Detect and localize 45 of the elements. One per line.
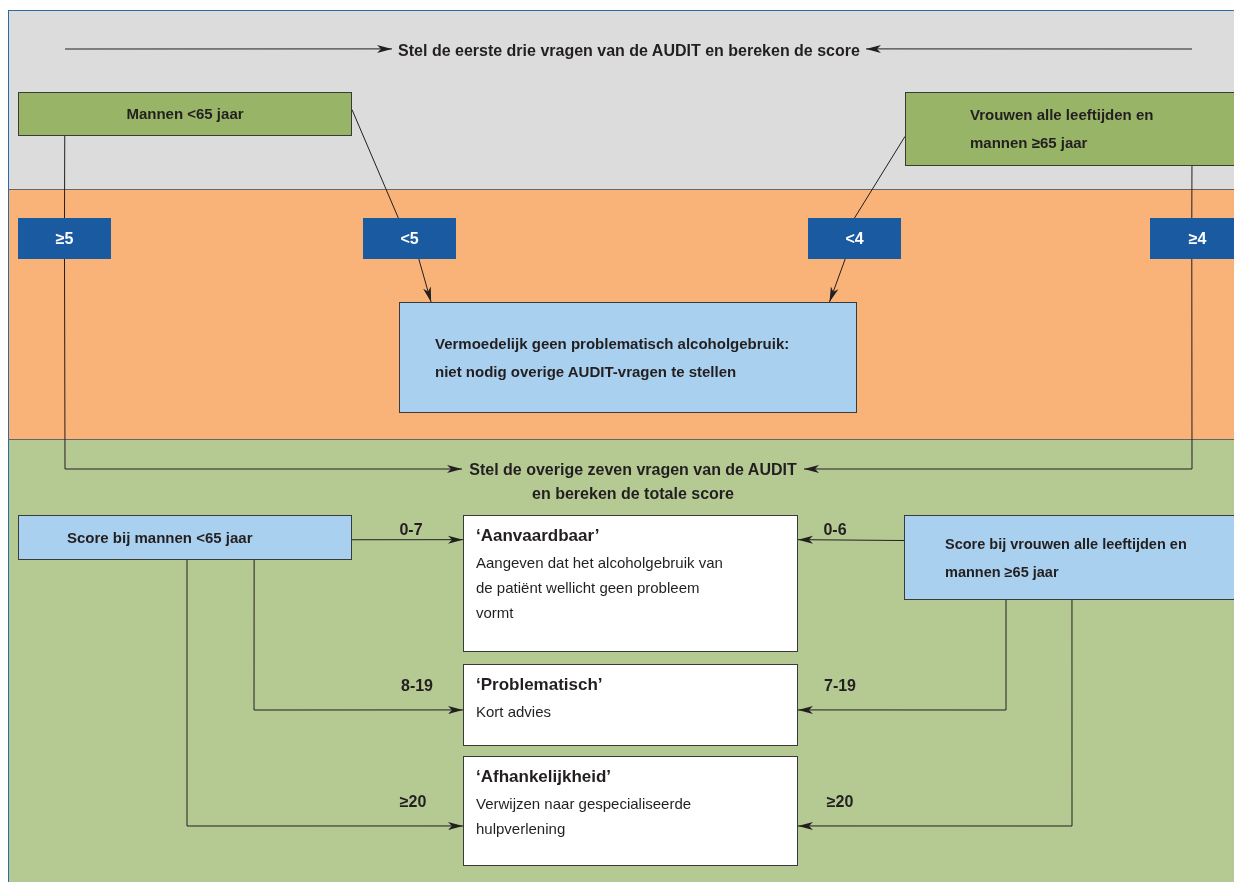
result-title: ‘Aanvaardbaar’ (476, 526, 601, 546)
connector-line (351, 109, 399, 219)
group-box (905, 92, 1234, 166)
arrow (797, 599, 1073, 830)
info-box (904, 515, 1234, 600)
connector-line (854, 135, 906, 219)
threshold-label: <4 (844, 228, 865, 249)
arrow (829, 258, 846, 303)
heading-text: Stel de overige zeven vragen van de AUDIT en bereken de totale score (468, 460, 798, 504)
arrow (64, 258, 463, 473)
info-box (18, 515, 352, 560)
arrow (803, 258, 1193, 473)
arrow (351, 535, 464, 544)
result-box (463, 664, 798, 746)
threshold-box (363, 218, 456, 259)
result-description: Verwijzen naar gespecialiseerde hulpverlening (476, 794, 693, 839)
box-text: Score bij vrouwen alle leeftijden en mannen ≥65 jaar (945, 534, 1188, 582)
result-description: Kort advies (476, 702, 553, 722)
arrow (797, 535, 905, 544)
arrow (186, 559, 464, 830)
box-text: Vrouwen alle leeftijden en mannen ≥65 jaar (970, 105, 1155, 153)
arrow (253, 559, 464, 714)
connector-line (64, 135, 66, 219)
threshold-label: <5 (399, 228, 420, 249)
connector-line (1191, 165, 1193, 219)
result-box (463, 515, 798, 652)
result-title: ‘Problematisch’ (476, 675, 604, 695)
threshold-box (1150, 218, 1234, 259)
result-description: Aangeven dat het alcoholgebruik van de patiënt wellicht geen probleem vormt (476, 553, 724, 623)
arrow (865, 44, 1193, 53)
arrow (797, 599, 1007, 714)
box-text: Vermoedelijk geen problematisch alcoholgebruik: niet nodig overige AUDIT-vragen te stellen (435, 333, 791, 382)
threshold-label: ≥5 (54, 228, 75, 249)
heading-text: Stel de eerste drie vragen van de AUDIT en bereken de score (397, 41, 861, 61)
arrow (64, 44, 393, 53)
threshold-label: ≥4 (1187, 228, 1208, 249)
threshold-box (18, 218, 111, 259)
box-text: Score bij mannen <65 jaar (67, 527, 254, 548)
box-text: Mannen <65 jaar (125, 104, 245, 124)
group-box (18, 92, 352, 136)
result-box (463, 756, 798, 866)
info-box (399, 302, 857, 413)
threshold-box (808, 218, 901, 259)
arrow (418, 258, 432, 303)
result-title: ‘Afhankelijkheid’ (476, 767, 613, 787)
